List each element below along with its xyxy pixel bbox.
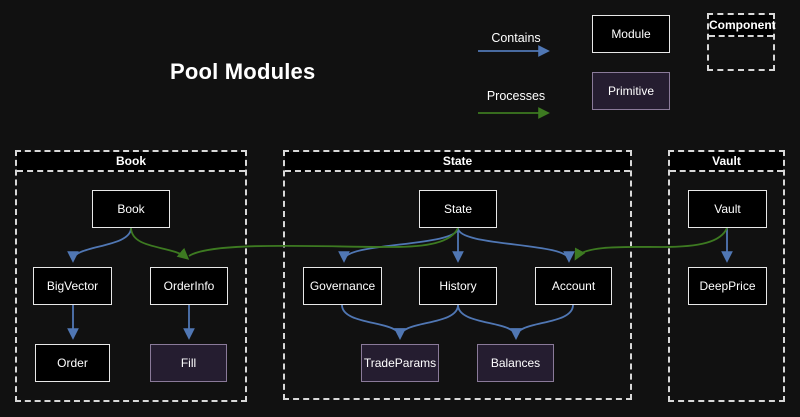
node-governance: Governance [303,267,382,305]
node-tradeparams: TradeParams [361,344,439,382]
legend-component-box: Component [707,13,776,71]
node-balances-label: Balances [490,356,541,370]
node-bigvector: BigVector [33,267,112,305]
legend-module-box: Module [592,15,670,53]
cluster-vault: Vault [668,150,785,402]
node-book: Book [92,190,170,228]
node-tradeparams-label: TradeParams [363,356,437,370]
node-account: Account [535,267,612,305]
node-vault: Vault [688,190,767,228]
legend-primitive-label: Primitive [607,84,654,98]
legend-component-label: Component [709,15,776,37]
node-orderinfo-label: OrderInfo [163,279,215,293]
node-deepprice-label: DeepPrice [699,279,756,293]
node-vault-label: Vault [714,202,741,216]
node-state: State [419,190,497,228]
page-title: Pool Modules [170,59,316,84]
legend-primitive-box: Primitive [592,72,670,110]
legend-contains-label: Contains [491,31,541,45]
node-order: Order [35,344,110,382]
cluster-state: State [283,150,632,400]
node-state-label: State [443,202,473,216]
node-fill-label: Fill [180,356,197,370]
node-order-label: Order [57,356,88,370]
node-balances: Balances [477,344,554,382]
node-account-label: Account [551,279,596,293]
node-fill: Fill [150,344,227,382]
cluster-book: Book [15,150,247,402]
legend-module-label: Module [611,27,651,41]
node-bigvector-label: BigVector [46,279,99,293]
cluster-vault-label: Vault [670,152,783,172]
cluster-book-label: Book [17,152,245,172]
node-deepprice: DeepPrice [688,267,767,305]
cluster-state-label: State [285,152,630,172]
node-orderinfo: OrderInfo [150,267,228,305]
node-history-label: History [439,279,477,293]
node-history: History [419,267,497,305]
node-book-label: Book [117,202,145,216]
node-governance-label: Governance [309,279,376,293]
legend-processes-label: Processes [486,89,546,103]
